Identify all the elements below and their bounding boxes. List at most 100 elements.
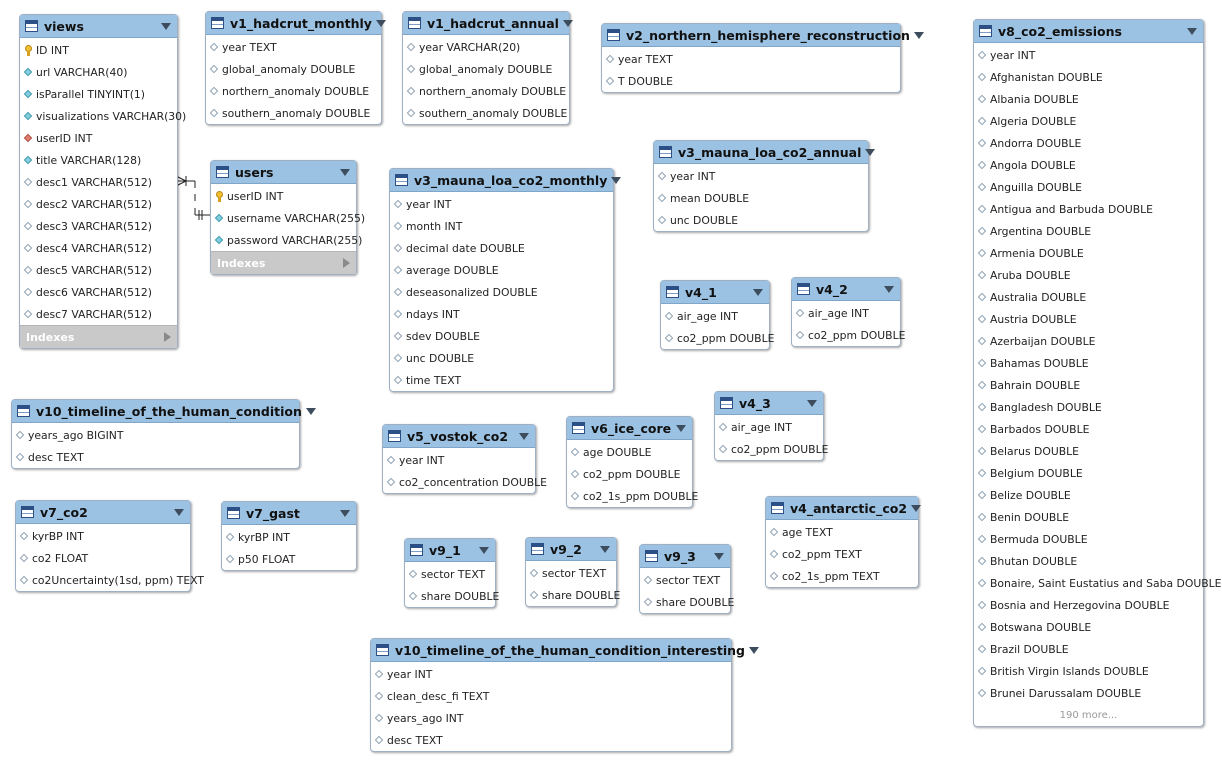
column-row[interactable]: Barbados DOUBLE <box>974 418 1203 440</box>
expand-arrow-icon[interactable] <box>164 332 171 342</box>
column-row[interactable]: co2Uncertainty(1sd, ppm) TEXT <box>16 569 204 591</box>
column-row[interactable]: T DOUBLE <box>602 70 900 92</box>
column-row[interactable]: co2_ppm DOUBLE <box>792 324 905 346</box>
column-row[interactable]: Andorra DOUBLE <box>974 132 1203 154</box>
column-row[interactable]: mean DOUBLE <box>654 187 868 209</box>
expand-arrow-icon[interactable] <box>343 258 350 268</box>
column-row[interactable]: Belize DOUBLE <box>974 484 1203 506</box>
column-row[interactable]: co2_1s_ppm DOUBLE <box>567 485 698 507</box>
column-row[interactable]: Bhutan DOUBLE <box>974 550 1203 572</box>
column-row[interactable]: Antigua and Barbuda DOUBLE <box>974 198 1203 220</box>
column-row[interactable]: userID INT <box>211 185 356 207</box>
collapse-arrow-icon[interactable] <box>807 399 817 407</box>
column-row[interactable]: month INT <box>390 215 613 237</box>
column-row[interactable]: Bermuda DOUBLE <box>974 528 1203 550</box>
column-row[interactable]: Belgium DOUBLE <box>974 462 1203 484</box>
column-row[interactable]: kyrBP INT <box>16 525 190 547</box>
collapse-arrow-icon[interactable] <box>600 545 610 553</box>
column-row[interactable]: Afghanistan DOUBLE <box>974 66 1203 88</box>
column-row[interactable]: password VARCHAR(255) <box>211 229 362 251</box>
collapse-arrow-icon[interactable] <box>911 504 922 512</box>
table-header[interactable]: v3_mauna_loa_co2_monthly <box>390 169 622 192</box>
column-row[interactable]: ndays INT <box>390 303 613 325</box>
table-header[interactable]: v4_1 <box>661 281 769 304</box>
table-header[interactable]: v10_timeline_of_the_human_condition <box>12 400 316 423</box>
table-header[interactable]: v7_co2 <box>16 501 190 524</box>
column-row[interactable]: year INT <box>390 193 613 215</box>
indexes-section[interactable]: Indexes <box>211 251 356 274</box>
column-row[interactable]: co2 FLOAT <box>16 547 190 569</box>
column-row[interactable]: kyrBP INT <box>222 526 356 548</box>
column-row[interactable]: northern_anomaly DOUBLE <box>206 80 381 102</box>
collapse-arrow-icon[interactable] <box>913 31 924 39</box>
table-v7-gast[interactable]: v7_gast kyrBP INT p50 FLOAT <box>221 501 357 571</box>
table-views[interactable]: views ID INT url VARCHAR(40) isParallel … <box>19 14 186 349</box>
column-row[interactable]: age TEXT <box>766 521 918 543</box>
column-row[interactable]: username VARCHAR(255) <box>211 207 365 229</box>
collapse-arrow-icon[interactable] <box>340 509 350 517</box>
table-v10-timeline-of-the-human-condition[interactable]: v10_timeline_of_the_human_condition year… <box>11 399 316 469</box>
column-row[interactable]: Bonaire, Saint Eustatius and Saba DOUBLE <box>974 572 1222 594</box>
table-header[interactable]: v7_gast <box>222 502 356 525</box>
collapse-arrow-icon[interactable] <box>161 22 171 30</box>
table-v6-ice-core[interactable]: v6_ice_core age DOUBLE co2_ppm DOUBLE co… <box>566 416 698 508</box>
column-row[interactable]: co2_1s_ppm TEXT <box>766 565 918 587</box>
column-row[interactable]: global_anomaly DOUBLE <box>403 58 569 80</box>
table-v4-1[interactable]: v4_1 air_age INT co2_ppm DOUBLE <box>660 280 774 350</box>
indexes-section[interactable]: Indexes <box>20 325 177 348</box>
column-row[interactable]: northern_anomaly DOUBLE <box>403 80 569 102</box>
column-row[interactable]: year VARCHAR(20) <box>403 36 569 58</box>
column-row[interactable]: co2_ppm DOUBLE <box>661 327 774 349</box>
column-row[interactable]: share DOUBLE <box>640 591 734 613</box>
table-v9-2[interactable]: v9_2 sector TEXT share DOUBLE <box>525 537 620 607</box>
column-row[interactable]: Bosnia and Herzegovina DOUBLE <box>974 594 1203 616</box>
column-row[interactable]: sector TEXT <box>640 569 730 591</box>
column-row[interactable]: Bahamas DOUBLE <box>974 352 1203 374</box>
column-row[interactable]: sector TEXT <box>526 562 616 584</box>
collapse-arrow-icon[interactable] <box>519 432 529 440</box>
table-v9-3[interactable]: v9_3 sector TEXT share DOUBLE <box>639 544 734 614</box>
column-row[interactable]: year TEXT <box>602 48 900 70</box>
column-row[interactable]: visualizations VARCHAR(30) <box>20 105 186 127</box>
column-row[interactable]: desc6 VARCHAR(512) <box>20 281 177 303</box>
collapse-arrow-icon[interactable] <box>174 508 184 516</box>
table-header[interactable]: v9_3 <box>640 545 730 568</box>
column-row[interactable]: Albania DOUBLE <box>974 88 1203 110</box>
table-header[interactable]: v3_mauna_loa_co2_annual <box>654 141 876 164</box>
column-row[interactable]: Armenia DOUBLE <box>974 242 1203 264</box>
column-row[interactable]: Australia DOUBLE <box>974 286 1203 308</box>
column-row[interactable]: Argentina DOUBLE <box>974 220 1203 242</box>
column-row[interactable]: Anguilla DOUBLE <box>974 176 1203 198</box>
collapse-arrow-icon[interactable] <box>611 176 622 184</box>
table-v10-timeline-of-the-human-condition-interesting[interactable]: v10_timeline_of_the_human_condition_inte… <box>370 638 759 752</box>
column-row[interactable]: sector TEXT <box>405 563 495 585</box>
column-row[interactable]: Algeria DOUBLE <box>974 110 1203 132</box>
column-row[interactable]: share DOUBLE <box>405 585 499 607</box>
column-row[interactable]: air_age INT <box>661 305 769 327</box>
column-row[interactable]: year INT <box>371 663 731 685</box>
collapse-arrow-icon[interactable] <box>1187 27 1197 35</box>
column-row[interactable]: co2_ppm DOUBLE <box>715 438 828 460</box>
column-row[interactable]: air_age INT <box>715 416 823 438</box>
column-row[interactable]: Brazil DOUBLE <box>974 638 1203 660</box>
column-row[interactable]: year INT <box>974 44 1203 66</box>
column-row[interactable]: decimal date DOUBLE <box>390 237 613 259</box>
collapse-arrow-icon[interactable] <box>753 288 763 296</box>
column-row[interactable]: desc7 VARCHAR(512) <box>20 303 177 325</box>
column-row[interactable]: userID INT <box>20 127 177 149</box>
table-v7-co2[interactable]: v7_co2 kyrBP INT co2 FLOAT co2Uncertaint… <box>15 500 204 592</box>
column-row[interactable]: clean_desc_fi TEXT <box>371 685 731 707</box>
table-header[interactable]: v8_co2_emissions <box>974 20 1203 43</box>
column-row[interactable]: p50 FLOAT <box>222 548 356 570</box>
column-row[interactable]: air_age INT <box>792 302 900 324</box>
table-header[interactable]: v2_northern_hemisphere_reconstruction <box>602 24 924 47</box>
column-row[interactable]: desc1 VARCHAR(512) <box>20 171 177 193</box>
column-row[interactable]: Austria DOUBLE <box>974 308 1203 330</box>
column-row[interactable]: Belarus DOUBLE <box>974 440 1203 462</box>
column-row[interactable]: co2_ppm TEXT <box>766 543 918 565</box>
column-row[interactable]: years_ago BIGINT <box>12 424 299 446</box>
column-row[interactable]: Aruba DOUBLE <box>974 264 1203 286</box>
table-header[interactable]: v10_timeline_of_the_human_condition_inte… <box>371 639 759 662</box>
column-row[interactable]: global_anomaly DOUBLE <box>206 58 381 80</box>
column-row[interactable]: year INT <box>654 165 868 187</box>
